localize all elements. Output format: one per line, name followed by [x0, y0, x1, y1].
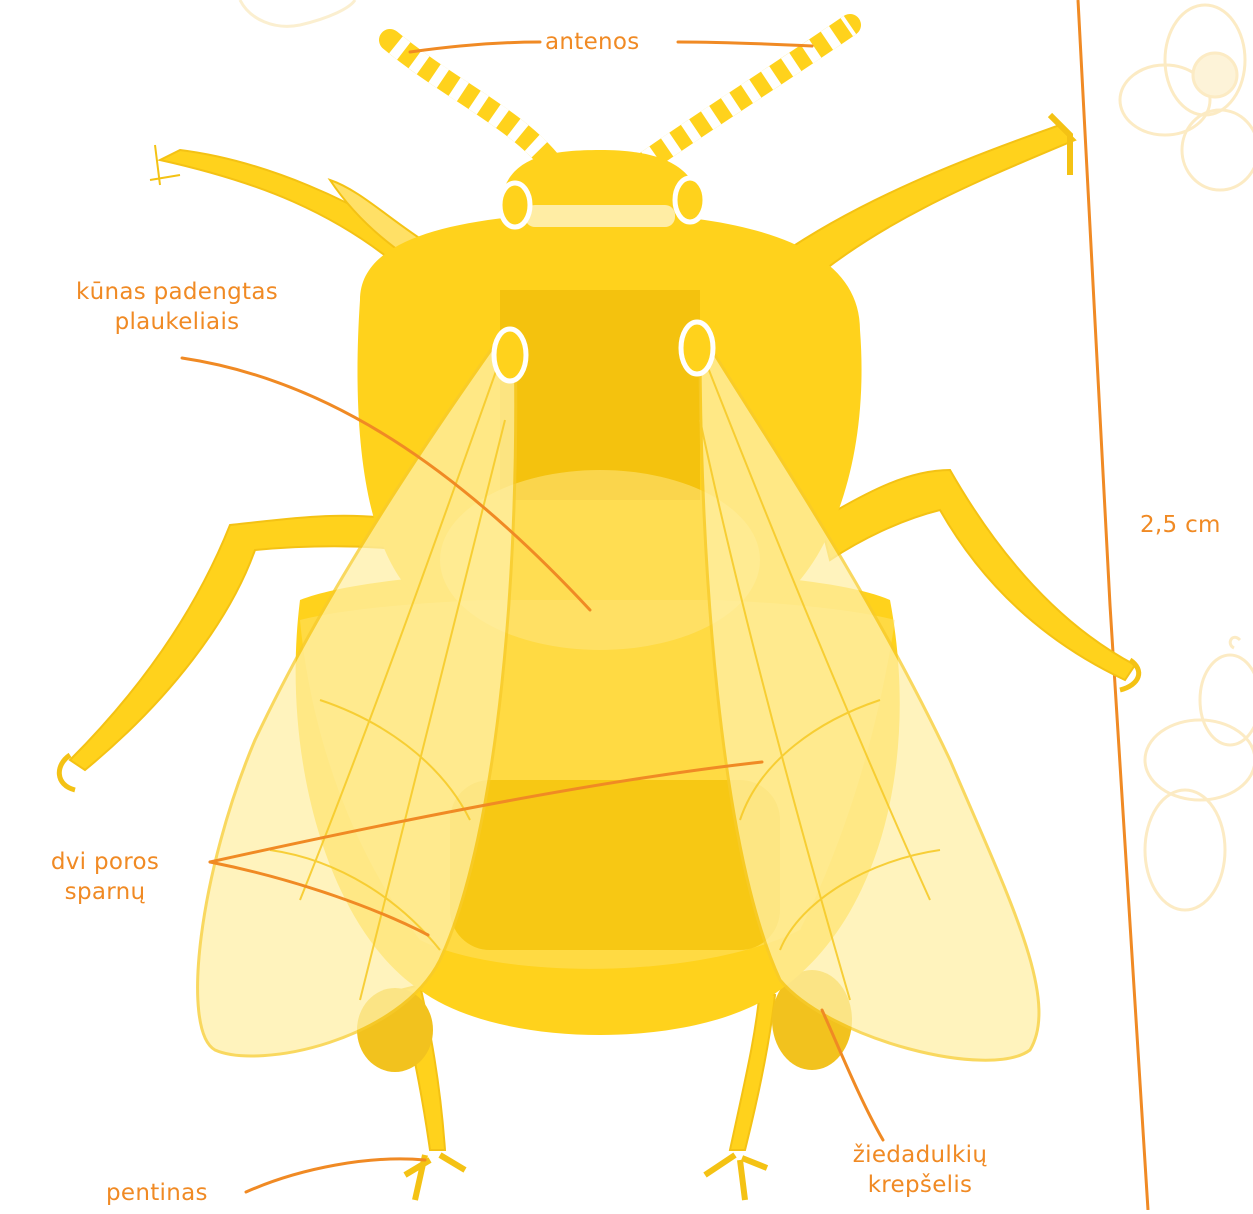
label-hairy-body-line2: plaukeliais — [52, 307, 302, 337]
label-two-pairs-wings: dvi poros sparnų — [20, 847, 190, 907]
label-pollen-line2: krepšelis — [820, 1170, 1020, 1200]
label-spur: pentinas — [106, 1178, 208, 1208]
label-hairy-body-line1: kūnas padengtas — [52, 277, 302, 307]
eye-right — [675, 178, 705, 222]
eye-left — [500, 183, 530, 227]
label-antennae: antenos — [545, 27, 640, 57]
leader-spur — [246, 1159, 425, 1192]
label-pollen-basket: žiedadulkių krepšelis — [820, 1140, 1020, 1200]
label-pollen-line1: žiedadulkių — [820, 1140, 1020, 1170]
label-wings-line2: sparnų — [20, 877, 190, 907]
leader-antennae-left — [410, 42, 540, 52]
leader-antennae-right — [678, 42, 812, 46]
background-flower-top-left — [240, 0, 355, 26]
background-flower-bottom-right — [1145, 637, 1253, 910]
label-size: 2,5 cm — [1140, 510, 1221, 540]
label-wings-line1: dvi poros — [20, 847, 190, 877]
label-hairy-body: kūnas padengtas plaukeliais — [52, 277, 302, 337]
size-measure-line — [1078, 0, 1148, 1210]
background-flower-top-right — [1120, 5, 1253, 190]
